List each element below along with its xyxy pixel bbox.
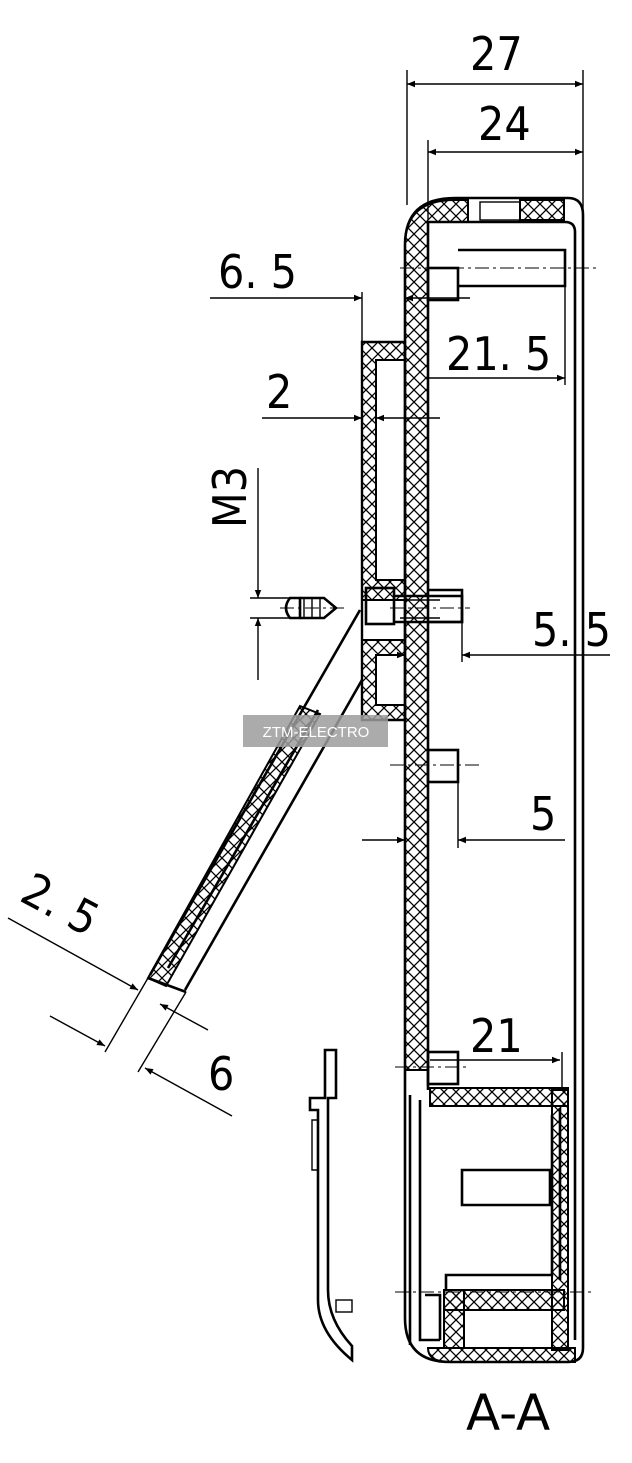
front-panel: [284, 340, 464, 722]
dim-5: 5: [530, 787, 556, 841]
dim-m3: M3: [203, 466, 257, 528]
dim-2-5: 2. 5: [13, 862, 108, 947]
clip-detail: [308, 1048, 354, 1363]
dim-21-5: 21. 5: [446, 327, 551, 381]
watermark-text: ZTM-ELECTRO: [263, 724, 370, 741]
center-lines: [280, 267, 598, 1293]
dim-27: 27: [470, 27, 523, 81]
watermark: ZTM-ELECTRO: [243, 715, 388, 747]
dim-5-5: 5. 5: [532, 603, 611, 657]
section-label: A-A: [466, 1384, 550, 1442]
dim-21: 21: [470, 1009, 523, 1063]
inclined-lid: [146, 609, 364, 994]
dimension-lines: [7, 70, 610, 1117]
dim-2: 2: [266, 365, 292, 419]
dim-6-5: 6. 5: [218, 245, 297, 299]
dim-24: 24: [478, 97, 531, 151]
dim-6: 6: [208, 1047, 234, 1101]
